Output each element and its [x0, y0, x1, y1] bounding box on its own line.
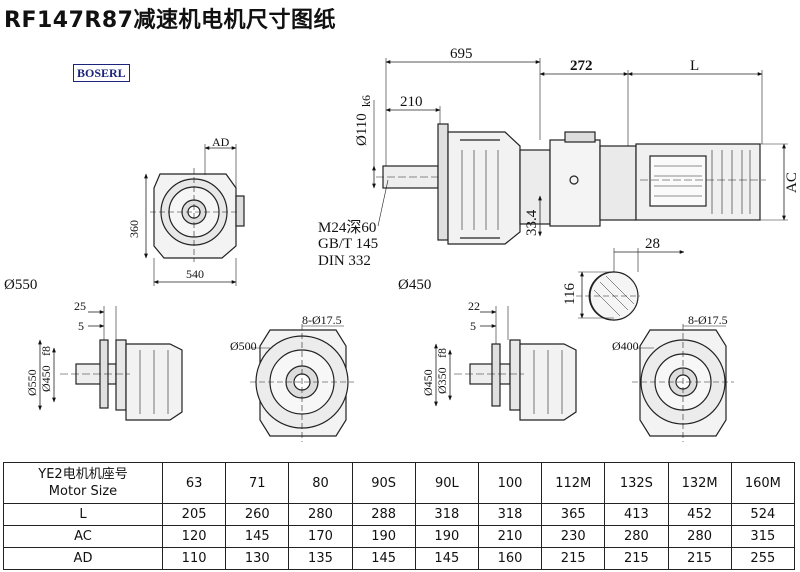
flange-option-550: Ø550	[4, 277, 37, 293]
motor-size-header: 80	[288, 462, 353, 504]
table-cell: 230	[541, 525, 606, 548]
table-cell: 145	[225, 525, 290, 548]
table-cell: 280	[288, 503, 353, 526]
f1-holes-label: 8-Ø17.5	[302, 313, 342, 327]
table-cell: 318	[477, 503, 543, 526]
table-cell: 365	[541, 503, 606, 526]
flange-450-side-view	[434, 306, 577, 421]
f2-d450-label: Ø450	[421, 369, 435, 396]
table-cell: 130	[225, 547, 290, 570]
table-cell: 205	[161, 503, 227, 526]
dim-272-label: 272	[570, 58, 593, 74]
dim-210-label: 210	[400, 94, 423, 110]
table-cell: 215	[541, 547, 606, 570]
dim-ac-label: AC	[784, 172, 800, 193]
table-cell: 288	[351, 503, 416, 526]
table-cell: 190	[414, 525, 479, 548]
table-cell: 210	[477, 525, 543, 548]
motor-size-header: 90S	[351, 462, 416, 504]
f1-5-label: 5	[78, 319, 84, 333]
side-view-drawing	[372, 58, 788, 245]
table-cell: 413	[604, 503, 669, 526]
motor-size-header: 100	[477, 462, 543, 504]
dim-116-label: 116	[562, 283, 578, 305]
table-cell: 280	[604, 525, 669, 548]
thread-standard-din: DIN 332	[318, 253, 371, 269]
row-label: AC	[3, 525, 163, 548]
motor-size-header: 90L	[414, 462, 479, 504]
f2-d350-label: Ø350	[435, 367, 449, 394]
dim-28-label: 28	[645, 236, 660, 252]
shaft-section-drawing	[576, 248, 685, 321]
dim-33-label: 33.4	[524, 209, 540, 236]
technical-drawing: AD 360 540	[4, 46, 800, 442]
header-line-en: Motor Size	[48, 484, 118, 499]
table-cell: 280	[667, 525, 732, 548]
f1-d450-label: Ø450	[39, 365, 53, 392]
table-cell: 190	[351, 525, 416, 548]
motor-size-header: 63	[161, 462, 227, 504]
flange-550-front-view	[250, 324, 354, 442]
table-cell: 260	[225, 503, 290, 526]
table-cell: 255	[730, 547, 796, 570]
table-cell: 452	[667, 503, 732, 526]
dim-shaft-label: Ø110	[354, 113, 370, 146]
table-cell: 110	[161, 547, 227, 570]
table-cell: 170	[288, 525, 353, 548]
dim-ad-label: AD	[212, 135, 230, 149]
table-cell: 315	[730, 525, 796, 548]
flange-option-450: Ø450	[398, 277, 431, 293]
page-title: RF147R87减速机电机尺寸图纸	[4, 8, 336, 33]
table-cell: 135	[288, 547, 353, 570]
table-cell: 215	[604, 547, 669, 570]
table-cell: 120	[161, 525, 227, 548]
f2-22-label: 22	[468, 299, 480, 313]
row-label: AD	[3, 547, 163, 570]
motor-size-header: 160M	[730, 462, 796, 504]
table-cell: 524	[730, 503, 796, 526]
dim-695-label: 695	[450, 46, 473, 62]
flange-550-side-view	[38, 306, 183, 421]
table-cell: 215	[667, 547, 732, 570]
dim-360-label: 360	[127, 220, 141, 238]
row-label: L	[3, 503, 163, 526]
brand-logo: BOSERL	[73, 64, 130, 82]
motor-size-header: 71	[225, 462, 290, 504]
f1-d450-tol-label: f8	[39, 346, 53, 356]
thread-label: M24深60	[318, 219, 376, 236]
table-cell: 318	[414, 503, 479, 526]
flange-450-front-view	[632, 324, 734, 442]
table-corner-header: YE2电机机座号 Motor Size	[3, 462, 163, 504]
f1-d550-label: Ø550	[25, 369, 39, 396]
f2-5-label: 5	[470, 319, 476, 333]
f1-d500-label: Ø500	[230, 339, 257, 353]
dim-shaft-tol-label: k6	[359, 95, 373, 107]
table-cell: 145	[414, 547, 479, 570]
motor-size-header: 132S	[604, 462, 669, 504]
header-line-cn: YE2电机机座号	[38, 467, 128, 482]
end-view-drawing	[144, 144, 245, 286]
dim-l-label: L	[690, 58, 699, 74]
f2-d350-tol-label: f8	[435, 348, 449, 358]
f1-25-label: 25	[74, 299, 86, 313]
table-cell: 160	[477, 547, 543, 570]
thread-standard-gb: GB/T 145	[318, 236, 378, 252]
dim-540-label: 540	[186, 267, 204, 281]
f2-d400-label: Ø400	[612, 339, 639, 353]
motor-size-header: 112M	[541, 462, 606, 504]
motor-size-header: 132M	[667, 462, 732, 504]
f2-holes-label: 8-Ø17.5	[688, 313, 728, 327]
table-cell: 145	[351, 547, 416, 570]
